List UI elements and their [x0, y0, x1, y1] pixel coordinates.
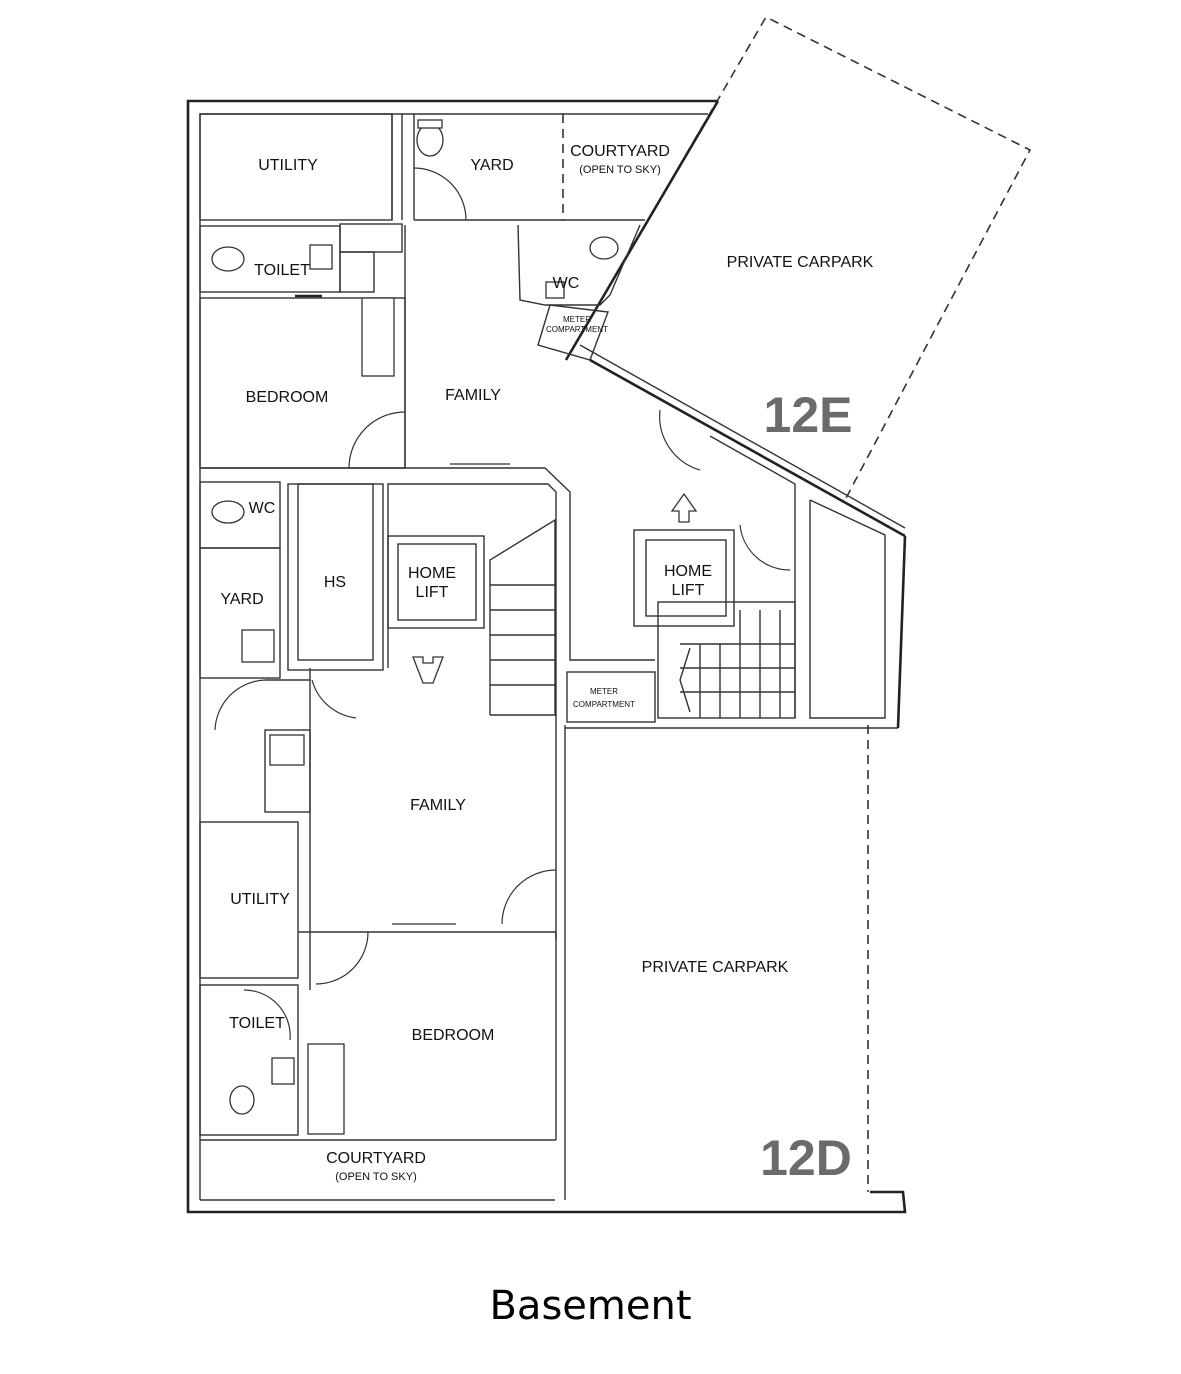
unit-number-12d: 12D: [760, 1130, 852, 1186]
label-private-carpark-12e: PRIVATE CARPARK: [727, 254, 874, 271]
label-home-lift-12d-1: HOME: [408, 565, 456, 582]
label-yard-12d: YARD: [220, 591, 263, 608]
label-courtyard-12e: COURTYARD: [570, 143, 670, 160]
label-private-carpark-12d: PRIVATE CARPARK: [642, 959, 789, 976]
label-utility-12e: UTILITY: [258, 157, 318, 174]
carpark-12e-boundary: [564, 15, 1032, 501]
label-courtyard-note-12e: (OPEN TO SKY): [579, 164, 661, 176]
label-meter-12d-1: METER: [590, 687, 618, 696]
label-toilet-12e: TOILET: [254, 262, 310, 279]
label-family-12d: FAMILY: [410, 797, 466, 814]
label-courtyard-12d: COURTYARD: [326, 1150, 426, 1167]
label-home-lift-12e-2: LIFT: [672, 582, 705, 599]
home-lift-12e: [633, 529, 735, 627]
home-lift-12d: [387, 535, 485, 629]
unit-number-12e: 12E: [764, 387, 853, 443]
label-utility-12d: UTILITY: [230, 891, 290, 908]
label-bedroom-12e: BEDROOM: [246, 389, 329, 406]
label-meter-12d-2: COMPARTMENT: [573, 700, 635, 709]
floor-caption: Basement: [489, 1283, 692, 1329]
label-courtyard-note-12d: (OPEN TO SKY): [335, 1171, 417, 1183]
fixtures: [211, 119, 791, 1115]
upper-unit-walls: [199, 113, 907, 729]
label-home-lift-12d-2: LIFT: [416, 584, 449, 601]
carpark-12d-boundary: [564, 725, 898, 1200]
label-bedroom-12d: BEDROOM: [412, 1027, 495, 1044]
label-home-lift-12e-1: HOME: [664, 563, 712, 580]
label-yard-12e: YARD: [470, 157, 513, 174]
label-hs-12d: HS: [324, 574, 346, 591]
lower-unit-walls: [199, 481, 656, 1141]
label-meter-12e-1: METER: [563, 315, 591, 324]
label-meter-12e-2: COMPARTMENT: [546, 325, 608, 334]
label-wc-12e: WC: [553, 275, 580, 292]
label-toilet-12d: TOILET: [229, 1015, 285, 1032]
label-wc-12d: WC: [249, 500, 276, 517]
label-family-12e: FAMILY: [445, 387, 501, 404]
